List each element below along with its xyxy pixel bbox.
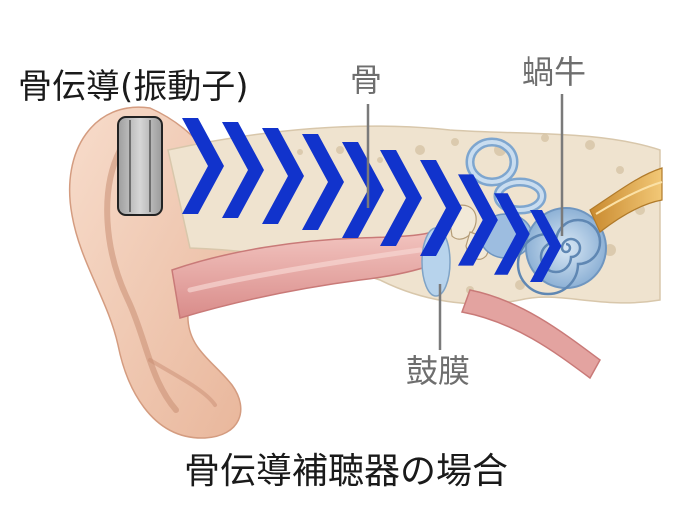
bone-conduction-device-label: 骨伝導(振動子)	[18, 67, 249, 107]
chevron-right-icon	[182, 118, 224, 214]
caption: 骨伝導補聴器の場合	[184, 451, 509, 492]
chevron-right-icon	[342, 142, 384, 238]
bone-conduction-vibrator-icon	[117, 116, 163, 216]
chevron-right-icon	[222, 122, 264, 218]
ear-canal	[171, 231, 441, 319]
chevron-right-icon	[420, 160, 462, 256]
chevron-right-icon	[530, 210, 562, 282]
cochlea-label: 蝸牛	[522, 53, 587, 91]
eustachian-tube	[460, 289, 601, 380]
chevron-right-icon	[302, 134, 344, 230]
chevron-right-icon	[494, 193, 530, 275]
auditory-nerve	[589, 167, 663, 233]
vibration-chevrons	[182, 118, 562, 282]
bone-label: 骨	[350, 61, 383, 99]
chevron-right-icon	[262, 128, 304, 224]
chevron-right-icon	[458, 174, 498, 266]
leader-lines	[366, 94, 564, 350]
chevron-right-icon	[380, 150, 422, 246]
eardrum-label: 鼓膜	[406, 352, 471, 390]
